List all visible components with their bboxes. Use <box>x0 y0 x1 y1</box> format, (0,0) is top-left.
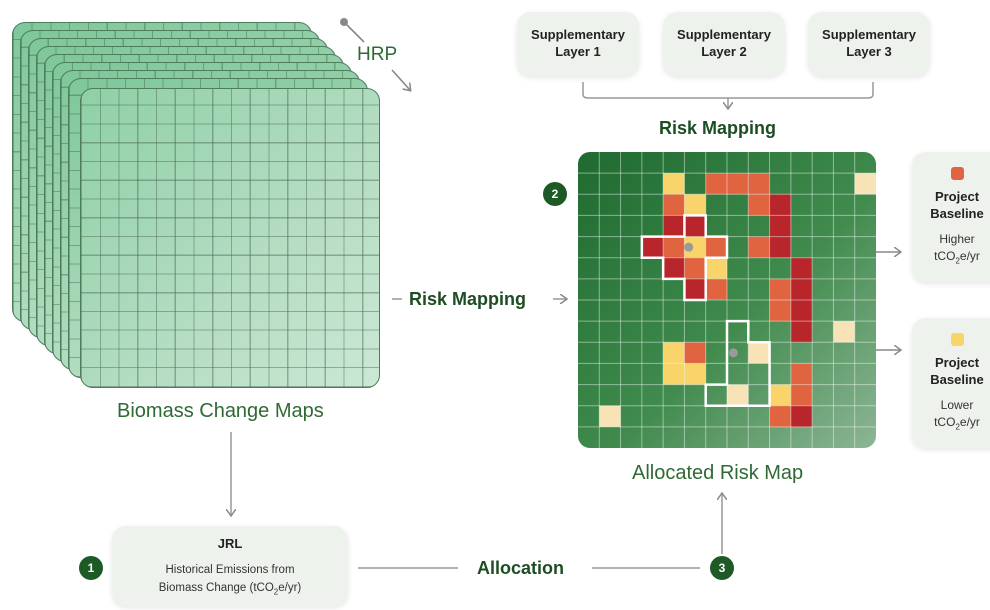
risk-map-cell <box>790 363 813 385</box>
risk-map-cell <box>663 257 685 279</box>
project-baseline-lower-level: Lower <box>940 397 974 412</box>
hrp-label: HRP <box>357 44 398 65</box>
higher-risk-swatch <box>950 166 964 180</box>
project-pointer-dot-higher <box>684 242 694 252</box>
supplementary-layer-2-label: Supplementary Layer 2 <box>677 27 771 59</box>
risk-map-cell <box>705 257 727 279</box>
risk-map-cell <box>705 278 727 300</box>
lower-risk-swatch <box>950 332 964 346</box>
risk-mapping-top-label: Risk Mapping <box>659 118 777 138</box>
risk-map-cell <box>705 173 727 195</box>
risk-map-cell <box>769 278 791 300</box>
risk-map-cell <box>769 405 791 427</box>
project-outline-higher <box>640 214 729 302</box>
risk-map-cell <box>790 278 813 300</box>
project-baseline-lower-unit: tCO2e/yr <box>934 415 980 432</box>
risk-map-cell <box>684 342 706 364</box>
step-badge-2: 2 <box>543 182 567 206</box>
supplementary-layer-1-label: Supplementary Layer 1 <box>531 27 625 59</box>
risk-map-cell <box>684 236 706 258</box>
risk-map-cell <box>769 215 791 237</box>
risk-map-cell <box>641 236 664 258</box>
risk-map-cell <box>663 194 685 216</box>
risk-map-cell <box>790 300 813 322</box>
risk-map-cell <box>684 194 706 216</box>
step-badge-3: 3 <box>710 556 734 580</box>
supplementary-layer-1-card: Supplementary Layer 1 <box>517 12 639 76</box>
risk-map-cell <box>684 257 706 279</box>
project-baseline-lower-card: Project Baseline Lower tCO2e/yr <box>912 318 990 448</box>
risk-map-cell <box>769 236 791 258</box>
risk-map-cell <box>790 321 813 343</box>
risk-map-cell <box>748 173 770 195</box>
risk-map-cell <box>748 236 770 258</box>
risk-map-cell <box>854 173 876 195</box>
risk-map-cell <box>790 257 813 279</box>
risk-map-cell <box>769 300 791 322</box>
jrl-card: JRL Historical Emissions from Biomass Ch… <box>112 526 348 606</box>
risk-map-grid <box>578 152 876 448</box>
risk-map-cell <box>769 194 791 216</box>
project-baseline-higher-unit: tCO2e/yr <box>934 249 980 266</box>
risk-mapping-middle-label: Risk Mapping <box>409 289 527 309</box>
biomass-layer-front <box>80 88 380 388</box>
project-baseline-higher-level: Higher <box>939 231 975 246</box>
jrl-title: JRL <box>217 535 243 551</box>
risk-map-cell <box>705 236 727 258</box>
allocated-risk-map <box>578 152 876 448</box>
risk-map-cell <box>727 384 749 406</box>
project-baseline-higher-card: Project Baseline Higher tCO2e/yr <box>912 152 990 282</box>
risk-map-cell <box>748 194 770 216</box>
project-baseline-higher-title: Project Baseline <box>930 188 984 222</box>
risk-map-cell <box>748 342 770 364</box>
risk-map-cell <box>663 173 685 195</box>
risk-map-cell <box>684 363 706 385</box>
risk-map-cell <box>833 321 855 343</box>
risk-map-cell <box>663 363 685 385</box>
supplementary-layer-3-label: Supplementary Layer 3 <box>822 27 916 59</box>
supplementary-layer-2-card: Supplementary Layer 2 <box>663 12 785 76</box>
biomass-change-maps-label: Biomass Change Maps <box>117 400 324 422</box>
risk-map-cell <box>684 215 706 237</box>
allocated-risk-map-label: Allocated Risk Map <box>632 462 804 484</box>
risk-map-cell <box>790 384 813 406</box>
project-pointer-dot-lower <box>728 348 738 358</box>
risk-map-cell <box>663 215 685 237</box>
risk-map-cell <box>790 405 813 427</box>
jrl-body-line1: Historical Emissions from <box>165 563 295 576</box>
allocation-label: Allocation <box>477 558 565 578</box>
supplementary-layer-3-card: Supplementary Layer 3 <box>808 12 930 76</box>
risk-map-cell <box>727 173 749 195</box>
risk-map-cell <box>769 384 791 406</box>
step-badge-1: 1 <box>79 556 103 580</box>
project-baseline-lower-title: Project Baseline <box>930 354 984 388</box>
project-outline-lower <box>704 319 771 407</box>
risk-map-cell <box>663 342 685 364</box>
jrl-body-line2: Biomass Change (tCO2e/yr) <box>158 581 302 596</box>
risk-map-cell <box>599 405 621 427</box>
risk-map-cell <box>684 278 706 300</box>
risk-map-cell <box>663 236 685 258</box>
